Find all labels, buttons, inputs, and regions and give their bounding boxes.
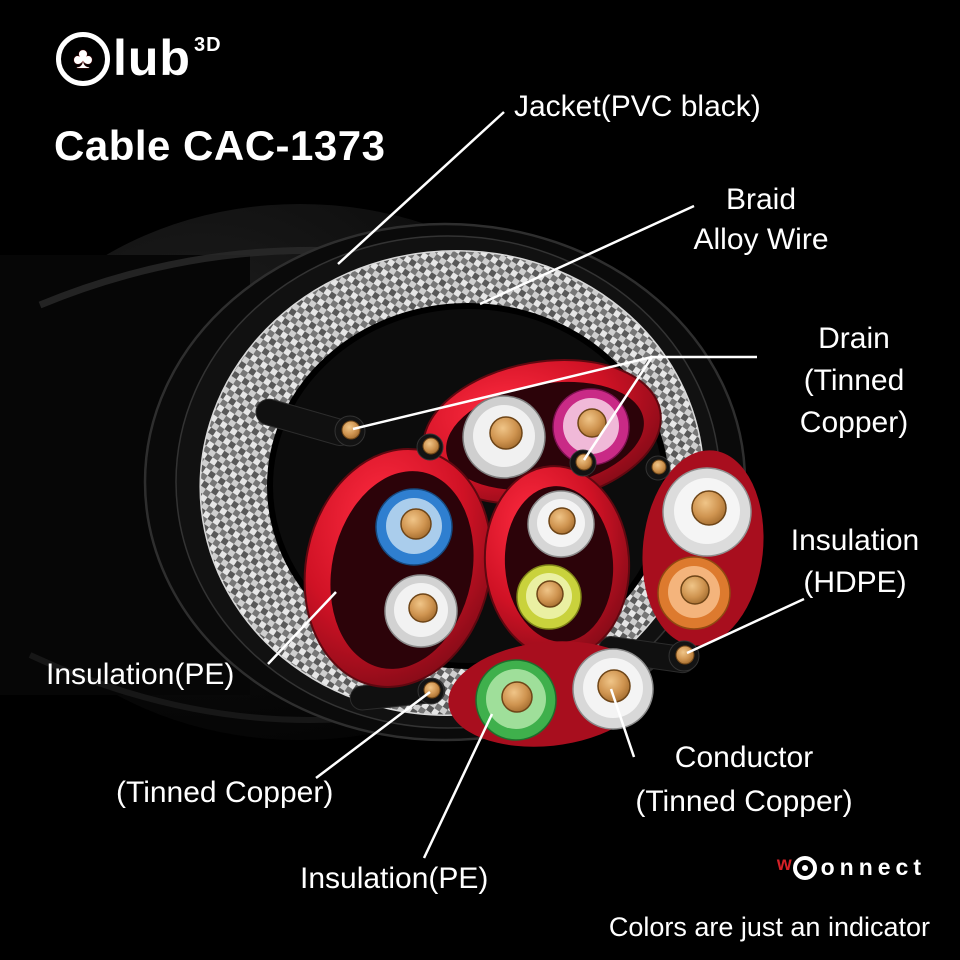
label-braid-line2: Alloy Wire — [693, 223, 829, 256]
wire-white-left — [384, 574, 458, 648]
drain-wires-tinned-copper — [334, 415, 700, 705]
label-insulation-pe-bottom: Insulation(PE) — [300, 862, 489, 895]
leader-insulation-hdpe — [686, 597, 805, 655]
leader-lines — [267, 111, 805, 859]
label-tinned-copper-left: (Tinned Copper) — [116, 776, 334, 809]
page-title: Cable CAC-1373 — [54, 122, 386, 169]
leader-drain-branch-center — [582, 356, 654, 461]
wire-blue — [375, 488, 453, 566]
wconnect-w-mark: w — [776, 854, 792, 875]
wire-green — [475, 659, 557, 741]
leader-conductor — [609, 688, 636, 758]
wire-white-top — [462, 395, 546, 479]
wire-pink — [552, 388, 630, 466]
label-drain: Drain (Tinned Copper) — [768, 318, 940, 444]
label-conductor-line2: (Tinned Copper) — [635, 785, 853, 818]
logo-3d-mark: 3D — [193, 34, 222, 56]
wire-yellow-green — [516, 564, 582, 630]
label-braid: Braid Alloy Wire — [655, 180, 867, 260]
wire-white-center — [527, 490, 595, 558]
label-conductor-line1: Conductor — [674, 741, 814, 774]
label-insulation-hdpe-line2: (HDPE) — [803, 566, 907, 599]
wconnect-logo: w onnect — [777, 854, 926, 881]
leader-insulation-pe-left — [267, 591, 337, 665]
club3d-logo: ♣ lub 3D — [56, 32, 222, 86]
wconnect-c-icon — [792, 855, 817, 880]
wire-white-right — [662, 467, 752, 557]
wire-white-bottom — [572, 648, 654, 730]
leader-drain-branch-left — [352, 355, 653, 431]
leader-insulation-pe-bottom — [422, 713, 494, 859]
clover-ring-icon: ♣ — [56, 32, 110, 86]
label-drain-line2: (Tinned — [803, 364, 905, 397]
color-disclaimer: Colors are just an indicator — [608, 912, 930, 942]
label-insulation-hdpe: Insulation (HDPE) — [758, 520, 952, 604]
label-braid-line1: Braid — [725, 183, 797, 216]
wire-bundles — [255, 358, 764, 747]
label-jacket: Jacket(PVC black) — [514, 90, 761, 123]
wconnect-wordmark: onnect — [820, 854, 926, 880]
leader-tinned-copper-left — [315, 691, 431, 779]
label-conductor: Conductor (Tinned Copper) — [608, 736, 880, 824]
label-insulation-pe-left: Insulation(PE) — [46, 658, 235, 691]
label-drain-line1: Drain — [818, 322, 890, 355]
leader-jacket — [337, 111, 505, 265]
leader-braid — [479, 204, 695, 306]
logo-wordmark: lub — [113, 30, 191, 86]
clover-icon: ♣ — [73, 42, 93, 75]
wire-orange — [657, 556, 731, 630]
label-drain-line3: Copper) — [799, 406, 909, 439]
label-insulation-hdpe-line1: Insulation — [790, 524, 920, 557]
